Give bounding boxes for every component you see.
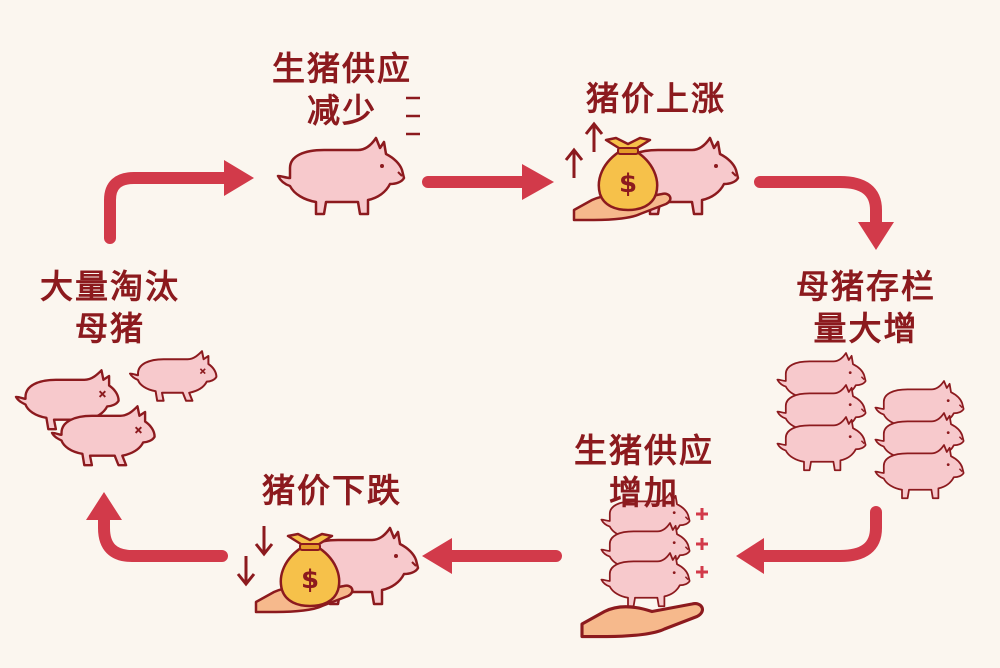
pig-supply-decrease-icon — [276, 136, 406, 216]
stage-label-supply-increase: 生猪供应增加 — [574, 431, 714, 512]
stage-label-sow-increase: 母猪存栏量大增 — [796, 267, 936, 348]
down-arrows-icon — [236, 524, 274, 586]
arrow-to-supply-decrease — [104, 172, 234, 244]
arrow-to-sow-increase — [754, 176, 882, 232]
arrow-to-supply-increase — [754, 506, 882, 562]
svg-text:$: $ — [619, 169, 637, 199]
arrowhead-down-1 — [858, 222, 894, 250]
svg-text:$: $ — [301, 565, 319, 595]
cycle-arrows — [98, 172, 882, 562]
pig-stack-hand-icon — [580, 492, 705, 639]
arrowhead-right-1 — [224, 160, 254, 196]
stage-label-cull-sows: 大量淘汰母猪 — [40, 267, 180, 348]
stage-label-price-up: 猪价上涨 — [586, 79, 726, 118]
arrowhead-right-2 — [522, 164, 554, 200]
dead-pigs-icon — [14, 350, 218, 467]
stage-label-supply-decrease: 生猪供应减少 — [272, 49, 412, 130]
stage-label-price-down: 猪价下跌 — [262, 471, 402, 510]
money-hand-down-icon: $ — [254, 532, 354, 614]
arrowhead-up-1 — [86, 492, 122, 520]
minus-marks-icon — [406, 96, 420, 136]
arrow-to-cull-sows — [98, 510, 228, 562]
money-hand-up-icon: $ — [572, 136, 672, 222]
plus-marks-icon — [694, 506, 710, 580]
arrowhead-left-1 — [736, 538, 764, 574]
arrowhead-left-2 — [422, 538, 452, 574]
arrow-heads — [86, 160, 894, 574]
sow-herd-icon — [776, 352, 965, 500]
up-arrows-icon — [564, 122, 604, 180]
